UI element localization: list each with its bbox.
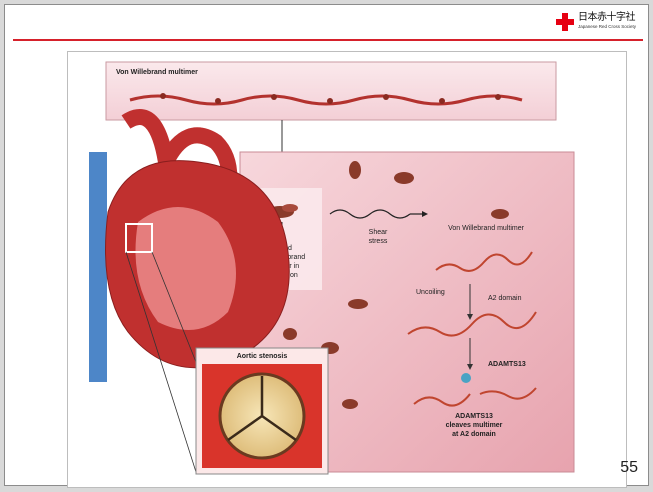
a2-domain-label: A2 domain: [488, 295, 522, 302]
aortic-stenosis-label: Aortic stenosis: [237, 353, 288, 360]
vwf-multimer-label: Von Willebrand multimer: [448, 225, 525, 232]
slide: 日本赤十字社 Japanese Red Cross Society: [4, 4, 649, 486]
red-cross-logo: 日本赤十字社 Japanese Red Cross Society: [556, 13, 636, 31]
shear-label-2: stress: [369, 238, 388, 245]
logo-english: Japanese Red Cross Society: [578, 25, 636, 30]
illustration-canvas: Von Willebrand multimer Coiled v: [68, 52, 626, 487]
cleave-label-1: ADAMTS13: [455, 413, 493, 420]
red-cross-icon: [556, 13, 574, 31]
cleave-label-3: at A2 domain: [452, 431, 496, 438]
vwf-illustration: Von Willebrand multimer Coiled v: [67, 51, 627, 488]
logo-japanese: 日本赤十字社: [578, 13, 636, 23]
shear-label-1: Shear: [369, 229, 388, 236]
vwf-multimer-panel: Von Willebrand multimer: [106, 62, 556, 120]
logo-text: 日本赤十字社 Japanese Red Cross Society: [578, 13, 636, 30]
aortic-stenosis-inset: Aortic stenosis: [196, 348, 328, 474]
vwf-panel-title: Von Willebrand multimer: [116, 69, 198, 76]
adamts13-label: ADAMTS13: [488, 361, 526, 368]
adamts13-enzyme-icon: [461, 373, 471, 383]
uncoiling-label: Uncoiling: [416, 289, 445, 296]
header-rule: [13, 39, 643, 41]
cleave-label-2: cleaves multimer: [446, 422, 503, 429]
page-number: 55: [620, 459, 638, 477]
